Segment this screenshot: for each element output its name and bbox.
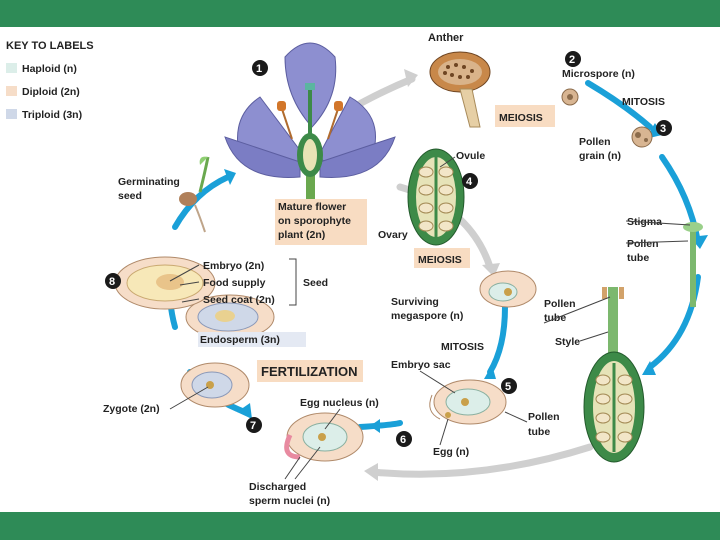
step-6-marker: 6: [396, 431, 412, 447]
svg-text:3: 3: [660, 123, 666, 135]
label-zygote: Zygote (2n): [103, 403, 160, 415]
label-food-supply: Food supply: [203, 277, 266, 289]
label-endosperm: Endosperm (3n): [200, 334, 280, 346]
step-markers: 1 2 3 4 5 6 7 8: [105, 51, 672, 447]
meiosis-top-label: MEIOSIS: [499, 112, 543, 124]
fertilization-box: [257, 360, 363, 382]
mature-flower-illustration: [224, 42, 396, 221]
meiosis-mid-label: MEIOSIS: [418, 254, 462, 266]
label-style: Style: [555, 336, 580, 348]
structure-labels: Anther Microspore (n) Pollen grain (n) O…: [103, 32, 662, 507]
zygote-illustration: [180, 362, 250, 408]
label-pollen-tube-right-1: Pollen: [627, 238, 659, 250]
step-3-marker: 3: [656, 120, 672, 136]
key-legend: KEY TO LABELS Haploid (n) Diploid (2n) T…: [6, 40, 94, 121]
label-pollen-grain-1: Pollen: [579, 136, 611, 148]
key-haploid: Haploid (n): [22, 63, 77, 75]
key-triploid: Triploid (3n): [22, 109, 82, 121]
label-mature-1: Mature flower: [278, 201, 346, 213]
top-band: [0, 0, 720, 27]
label-discharged-1: Discharged: [249, 481, 306, 493]
label-germinating-1: Germinating: [118, 176, 180, 188]
label-surviving-2: megaspore (n): [391, 310, 463, 322]
svg-text:8: 8: [109, 276, 115, 288]
phase-labels: MEIOSIS MITOSIS MEIOSIS MITOSIS FERTILIZ…: [257, 96, 665, 382]
label-egg: Egg (n): [433, 446, 469, 458]
svg-text:5: 5: [505, 381, 511, 393]
svg-text:7: 7: [250, 420, 256, 432]
fertilization-label: FERTILIZATION: [261, 364, 358, 379]
label-pollen-tube-right-2: tube: [627, 252, 649, 264]
label-embryo-sac: Embryo sac: [391, 359, 451, 371]
label-surviving-1: Surviving: [391, 296, 439, 308]
label-ovary: Ovary: [378, 229, 408, 241]
label-mature-2: on sporophyte: [278, 215, 351, 227]
key-swatch-triploid: [6, 109, 17, 119]
meiosis-top-box: [495, 105, 555, 127]
seed-illustration: [114, 256, 216, 310]
label-embryo: Embryo (2n): [203, 260, 264, 272]
pistil-illustration: [583, 222, 703, 463]
key-swatch-haploid: [6, 63, 17, 73]
svg-text:1: 1: [256, 63, 262, 75]
mitosis-top-label: MITOSIS: [622, 96, 665, 108]
label-microspore: Microspore (n): [562, 68, 635, 80]
label-pollen-tube-low-1: Pollen: [528, 411, 560, 423]
label-ovule: Ovule: [456, 150, 485, 162]
label-seed-coat: Seed coat (2n): [203, 294, 275, 306]
bottom-band: [0, 512, 720, 540]
label-egg-nucleus: Egg nucleus (n): [300, 397, 379, 409]
endosperm-box: [198, 332, 306, 347]
key-title: KEY TO LABELS: [6, 40, 94, 52]
step-1-marker: 1: [252, 60, 268, 76]
label-anther: Anther: [428, 32, 464, 44]
seed-bracket: [289, 258, 297, 306]
step-7-marker: 7: [246, 417, 262, 433]
svg-text:6: 6: [400, 434, 406, 446]
surviving-megaspore-illustration: [479, 270, 537, 308]
label-pollen-tube-mid-1: Pollen: [544, 298, 576, 310]
key-swatch-diploid: [6, 86, 17, 96]
svg-text:4: 4: [466, 176, 473, 188]
mature-flower-box: [275, 199, 367, 245]
ovary-illustration: [407, 148, 465, 246]
life-cycle-diagram: KEY TO LABELS Haploid (n) Diploid (2n) T…: [0, 27, 720, 512]
mitosis-mid-label: MITOSIS: [441, 341, 484, 353]
svg-text:2: 2: [569, 54, 575, 66]
label-seed: Seed: [303, 277, 328, 289]
endosperm-illustration: [185, 294, 275, 340]
embryo-sac-illustration: [429, 379, 507, 425]
step-8-marker: 8: [105, 273, 121, 289]
leader-lines: [169, 156, 691, 480]
step-4-marker: 4: [462, 173, 478, 189]
label-germinating-2: seed: [118, 190, 142, 202]
meiosis-mid-box: [414, 248, 470, 268]
step-5-marker: 5: [501, 378, 517, 394]
germinating-seed-illustration: [179, 156, 210, 233]
fertilization-illustration: [284, 412, 364, 462]
label-pollen-grain-2: grain (n): [579, 150, 621, 162]
step-2-marker: 2: [565, 51, 581, 67]
anther-illustration: [429, 51, 653, 148]
label-mature-3: plant (2n): [278, 229, 325, 241]
key-diploid: Diploid (2n): [22, 86, 80, 98]
label-discharged-2: sperm nuclei (n): [249, 495, 330, 507]
label-pollen-tube-low-2: tube: [528, 426, 550, 438]
